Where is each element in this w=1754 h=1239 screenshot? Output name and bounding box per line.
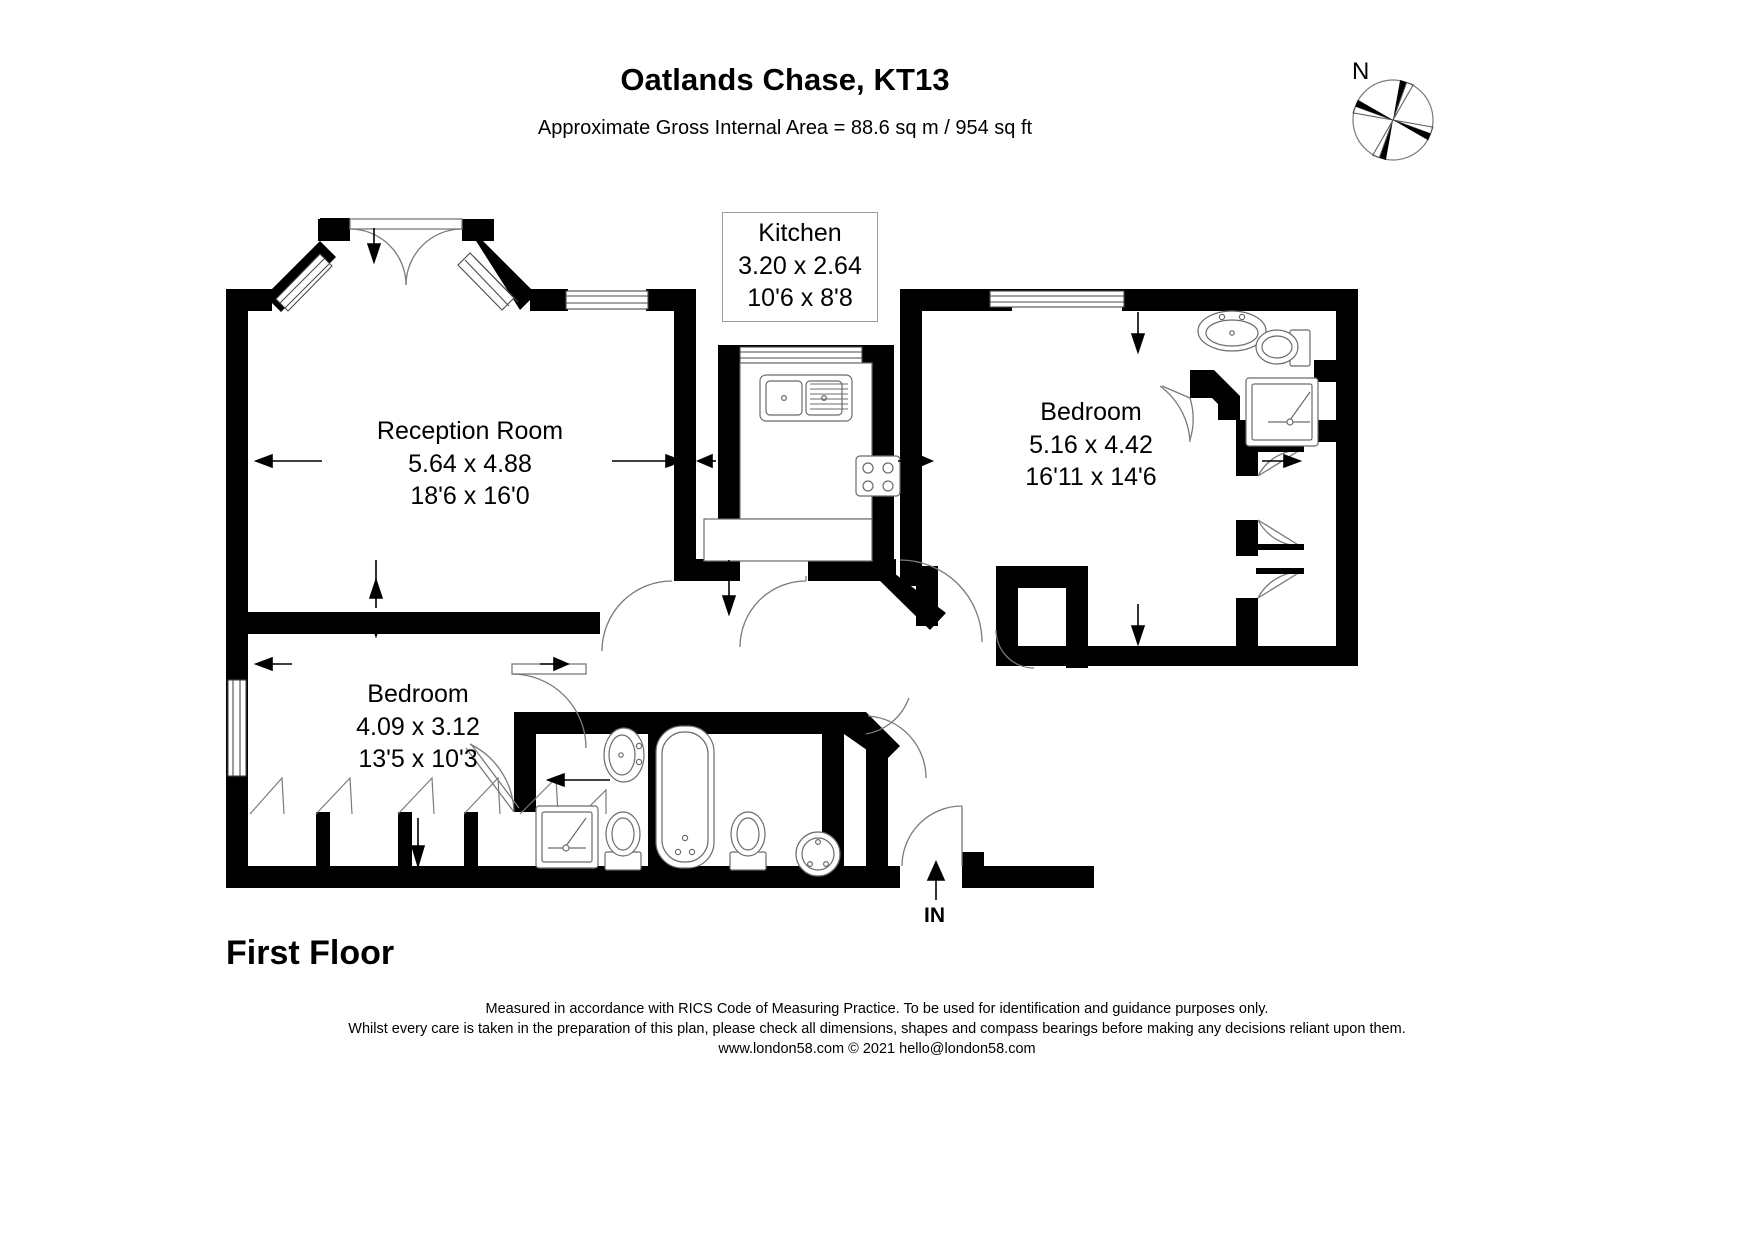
page-title: Oatlands Chase, KT13 xyxy=(620,62,950,97)
room-name-bedroom-second: Bedroom xyxy=(367,680,469,708)
wash-basin-icon xyxy=(603,727,645,783)
room-metric-kitchen: 3.20 x 2.64 xyxy=(738,251,862,280)
compass-rose-icon xyxy=(1352,79,1434,161)
footer-line-2: Whilst every care is taken in the prepar… xyxy=(348,1021,1406,1037)
window-reception-top xyxy=(565,290,649,310)
room-imperial-kitchen: 10'6 x 8'8 xyxy=(747,284,853,312)
room-imperial-bedroom-main: 16'11 x 14'6 xyxy=(1025,463,1157,491)
window-kitchen xyxy=(739,346,863,364)
dim-reception-height xyxy=(368,560,384,639)
door-bedroom-main xyxy=(899,559,983,643)
shower-room-fixtures xyxy=(535,727,645,871)
room-imperial-reception: 18'6 x 16'0 xyxy=(410,482,530,510)
hob-icon xyxy=(855,455,901,497)
dim-reception-width xyxy=(253,453,685,469)
dim-reception-bay xyxy=(366,228,382,265)
dim-bedroom-second-width xyxy=(253,656,571,672)
kitchen-sink-icon xyxy=(759,374,853,422)
wash-basin-icon xyxy=(1197,310,1267,352)
compass-north-label: N xyxy=(1352,58,1370,85)
windows xyxy=(227,252,1125,777)
shower-tray-icon xyxy=(1245,377,1319,447)
fixtures xyxy=(535,310,1319,877)
door-ensuite xyxy=(1159,385,1194,443)
door-reception-hall xyxy=(601,580,673,652)
room-imperial-bedroom-second: 13'5 x 10'3 xyxy=(358,745,478,773)
footer-line-3: www.london58.com © 2021 hello@london58.c… xyxy=(718,1041,1036,1057)
ensuite-fixtures xyxy=(1197,310,1319,447)
compass-rose: N xyxy=(1338,58,1448,172)
window-bedroom-second-left xyxy=(227,679,247,777)
bathtub-icon xyxy=(655,725,715,869)
bathroom-fixtures xyxy=(655,725,841,877)
room-metric-bedroom-main: 5.16 x 4.42 xyxy=(1029,430,1153,459)
entrance-label: IN xyxy=(924,904,945,927)
entrance-arrow-icon xyxy=(926,860,946,900)
room-label-bedroom-second: Bedroom 4.09 x 3.12 13'5 x 10'3 xyxy=(268,678,568,776)
kitchen-units xyxy=(703,362,901,562)
room-label-kitchen: Kitchen 3.20 x 2.64 10'6 x 8'8 xyxy=(722,212,878,322)
dimension-arrows xyxy=(253,228,1303,900)
room-name-kitchen: Kitchen xyxy=(758,219,842,247)
dim-kitchen-width xyxy=(695,453,935,469)
door-reception-bay xyxy=(349,218,463,286)
door-hall-kitchen xyxy=(739,576,807,648)
door-shower-room xyxy=(465,743,520,813)
dim-bedroom-second-height xyxy=(410,818,426,869)
dim-bedroom-main-width xyxy=(1262,453,1303,469)
window-bay-reception xyxy=(275,252,519,312)
room-label-bedroom-main: Bedroom 5.16 x 4.42 16'11 x 14'6 xyxy=(930,396,1252,494)
dim-kitchen-height xyxy=(721,365,737,617)
wardrobe-doors-bedroom-main xyxy=(1256,446,1304,599)
room-label-reception: Reception Room 5.64 x 4.88 18'6 x 16'0 xyxy=(268,415,672,513)
door-entrance xyxy=(901,805,963,867)
room-metric-bedroom-second: 4.09 x 3.12 xyxy=(356,712,480,741)
door-corridor xyxy=(995,629,1035,669)
toilet-icon xyxy=(604,811,642,871)
window-bedroom-main xyxy=(989,290,1125,308)
wash-basin-icon xyxy=(795,831,841,877)
room-metric-reception: 5.64 x 4.88 xyxy=(408,449,532,478)
toilet-icon xyxy=(1255,329,1311,367)
toilet-icon xyxy=(729,811,767,871)
floor-label: First Floor xyxy=(226,934,395,972)
room-name-reception: Reception Room xyxy=(376,417,564,445)
dim-bedroom-main-height xyxy=(1130,312,1146,647)
door-bathroom xyxy=(865,697,927,779)
shower-tray-icon xyxy=(535,805,599,869)
page-subtitle: Approximate Gross Internal Area = 88.6 s… xyxy=(537,117,1033,139)
footer-line-1: Measured in accordance with RICS Code of… xyxy=(485,1001,1269,1017)
dim-hall xyxy=(545,772,610,788)
room-name-bedroom-main: Bedroom xyxy=(1040,398,1142,426)
